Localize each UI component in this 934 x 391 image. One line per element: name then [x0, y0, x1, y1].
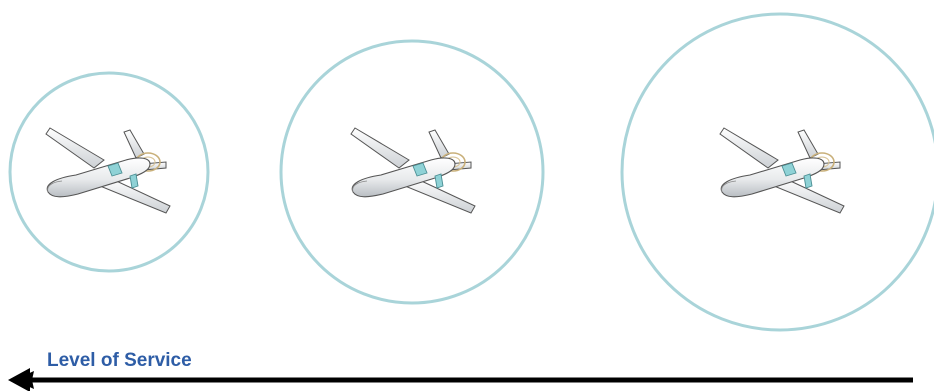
level-of-service-arrow	[8, 368, 913, 391]
uav-drone-icon	[46, 128, 170, 213]
uav-drone-icon	[720, 128, 844, 213]
level-of-service-label: Level of Service	[47, 351, 192, 370]
uav-drone-icon	[351, 128, 475, 213]
